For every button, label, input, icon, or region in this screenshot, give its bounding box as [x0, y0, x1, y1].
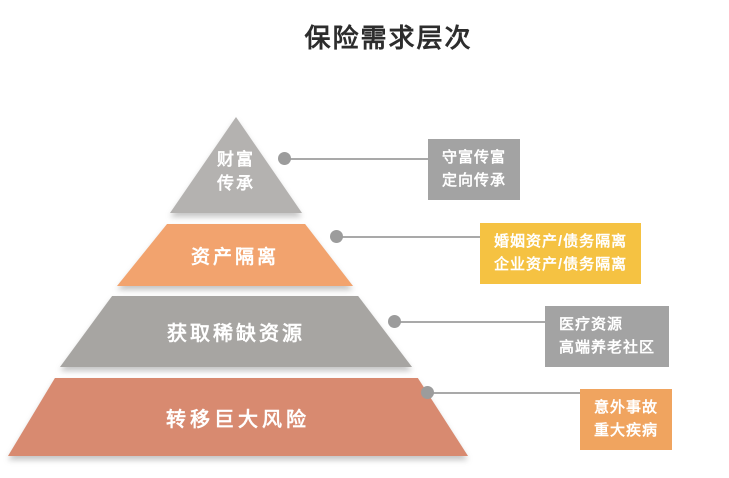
level-label: 资产隔离 — [190, 246, 279, 268]
level-label: 财富 传承 — [217, 148, 255, 213]
connector-wealth-inheritance — [278, 152, 428, 165]
annotation-transfer-major-risk: 意外事故 重大疾病 — [580, 389, 673, 450]
annotation-asset-isolation: 婚姻资产/债务隔离 企业资产/债务隔离 — [480, 223, 642, 284]
pyramid-level-scarce-resources: 获取稀缺资源 — [60, 296, 412, 367]
connector-transfer-major-risk — [421, 386, 580, 399]
pyramid-level-shape: 财富 传承 — [170, 117, 302, 213]
pyramid-level-shape: 资产隔离 — [117, 224, 353, 286]
annotation-line: 意外事故 — [594, 399, 659, 416]
annotation-line: 守富传富 — [442, 149, 507, 166]
connector-scarce-resources — [388, 315, 545, 328]
annotation-line: 婚姻资产/债务隔离 — [494, 233, 628, 250]
level-label: 获取稀缺资源 — [167, 323, 305, 345]
annotation-line: 重大疾病 — [594, 422, 659, 440]
annotation-scarce-resources: 医疗资源 高端养老社区 — [545, 306, 670, 367]
connector-dot — [278, 152, 291, 165]
annotation-line: 定向传承 — [442, 172, 507, 190]
pyramid-level-shape: 获取稀缺资源 — [60, 296, 412, 367]
connector-asset-isolation — [330, 230, 480, 243]
annotation-wealth-inheritance: 守富传富 定向传承 — [428, 139, 521, 200]
level-label: 转移巨大风险 — [166, 408, 310, 431]
connector-dot — [330, 230, 343, 243]
pyramid-level-asset-isolation: 资产隔离 — [117, 224, 353, 286]
pyramid-level-shape: 转移巨大风险 — [8, 378, 468, 456]
diagram-title: 保险需求层次 — [304, 23, 473, 53]
connector-dot — [388, 315, 401, 328]
pyramid-level-transfer-major-risk: 转移巨大风险 — [8, 378, 468, 456]
annotation-line: 医疗资源 — [559, 316, 624, 333]
annotation-line: 企业资产/债务隔离 — [494, 256, 628, 274]
level-label-line: 传承 — [217, 174, 255, 194]
annotation-line: 高端养老社区 — [559, 339, 656, 357]
connector-dot — [421, 386, 434, 399]
pyramid-level-wealth-inheritance: 财富 传承 — [170, 117, 302, 213]
level-label-line: 财富 — [217, 149, 255, 169]
